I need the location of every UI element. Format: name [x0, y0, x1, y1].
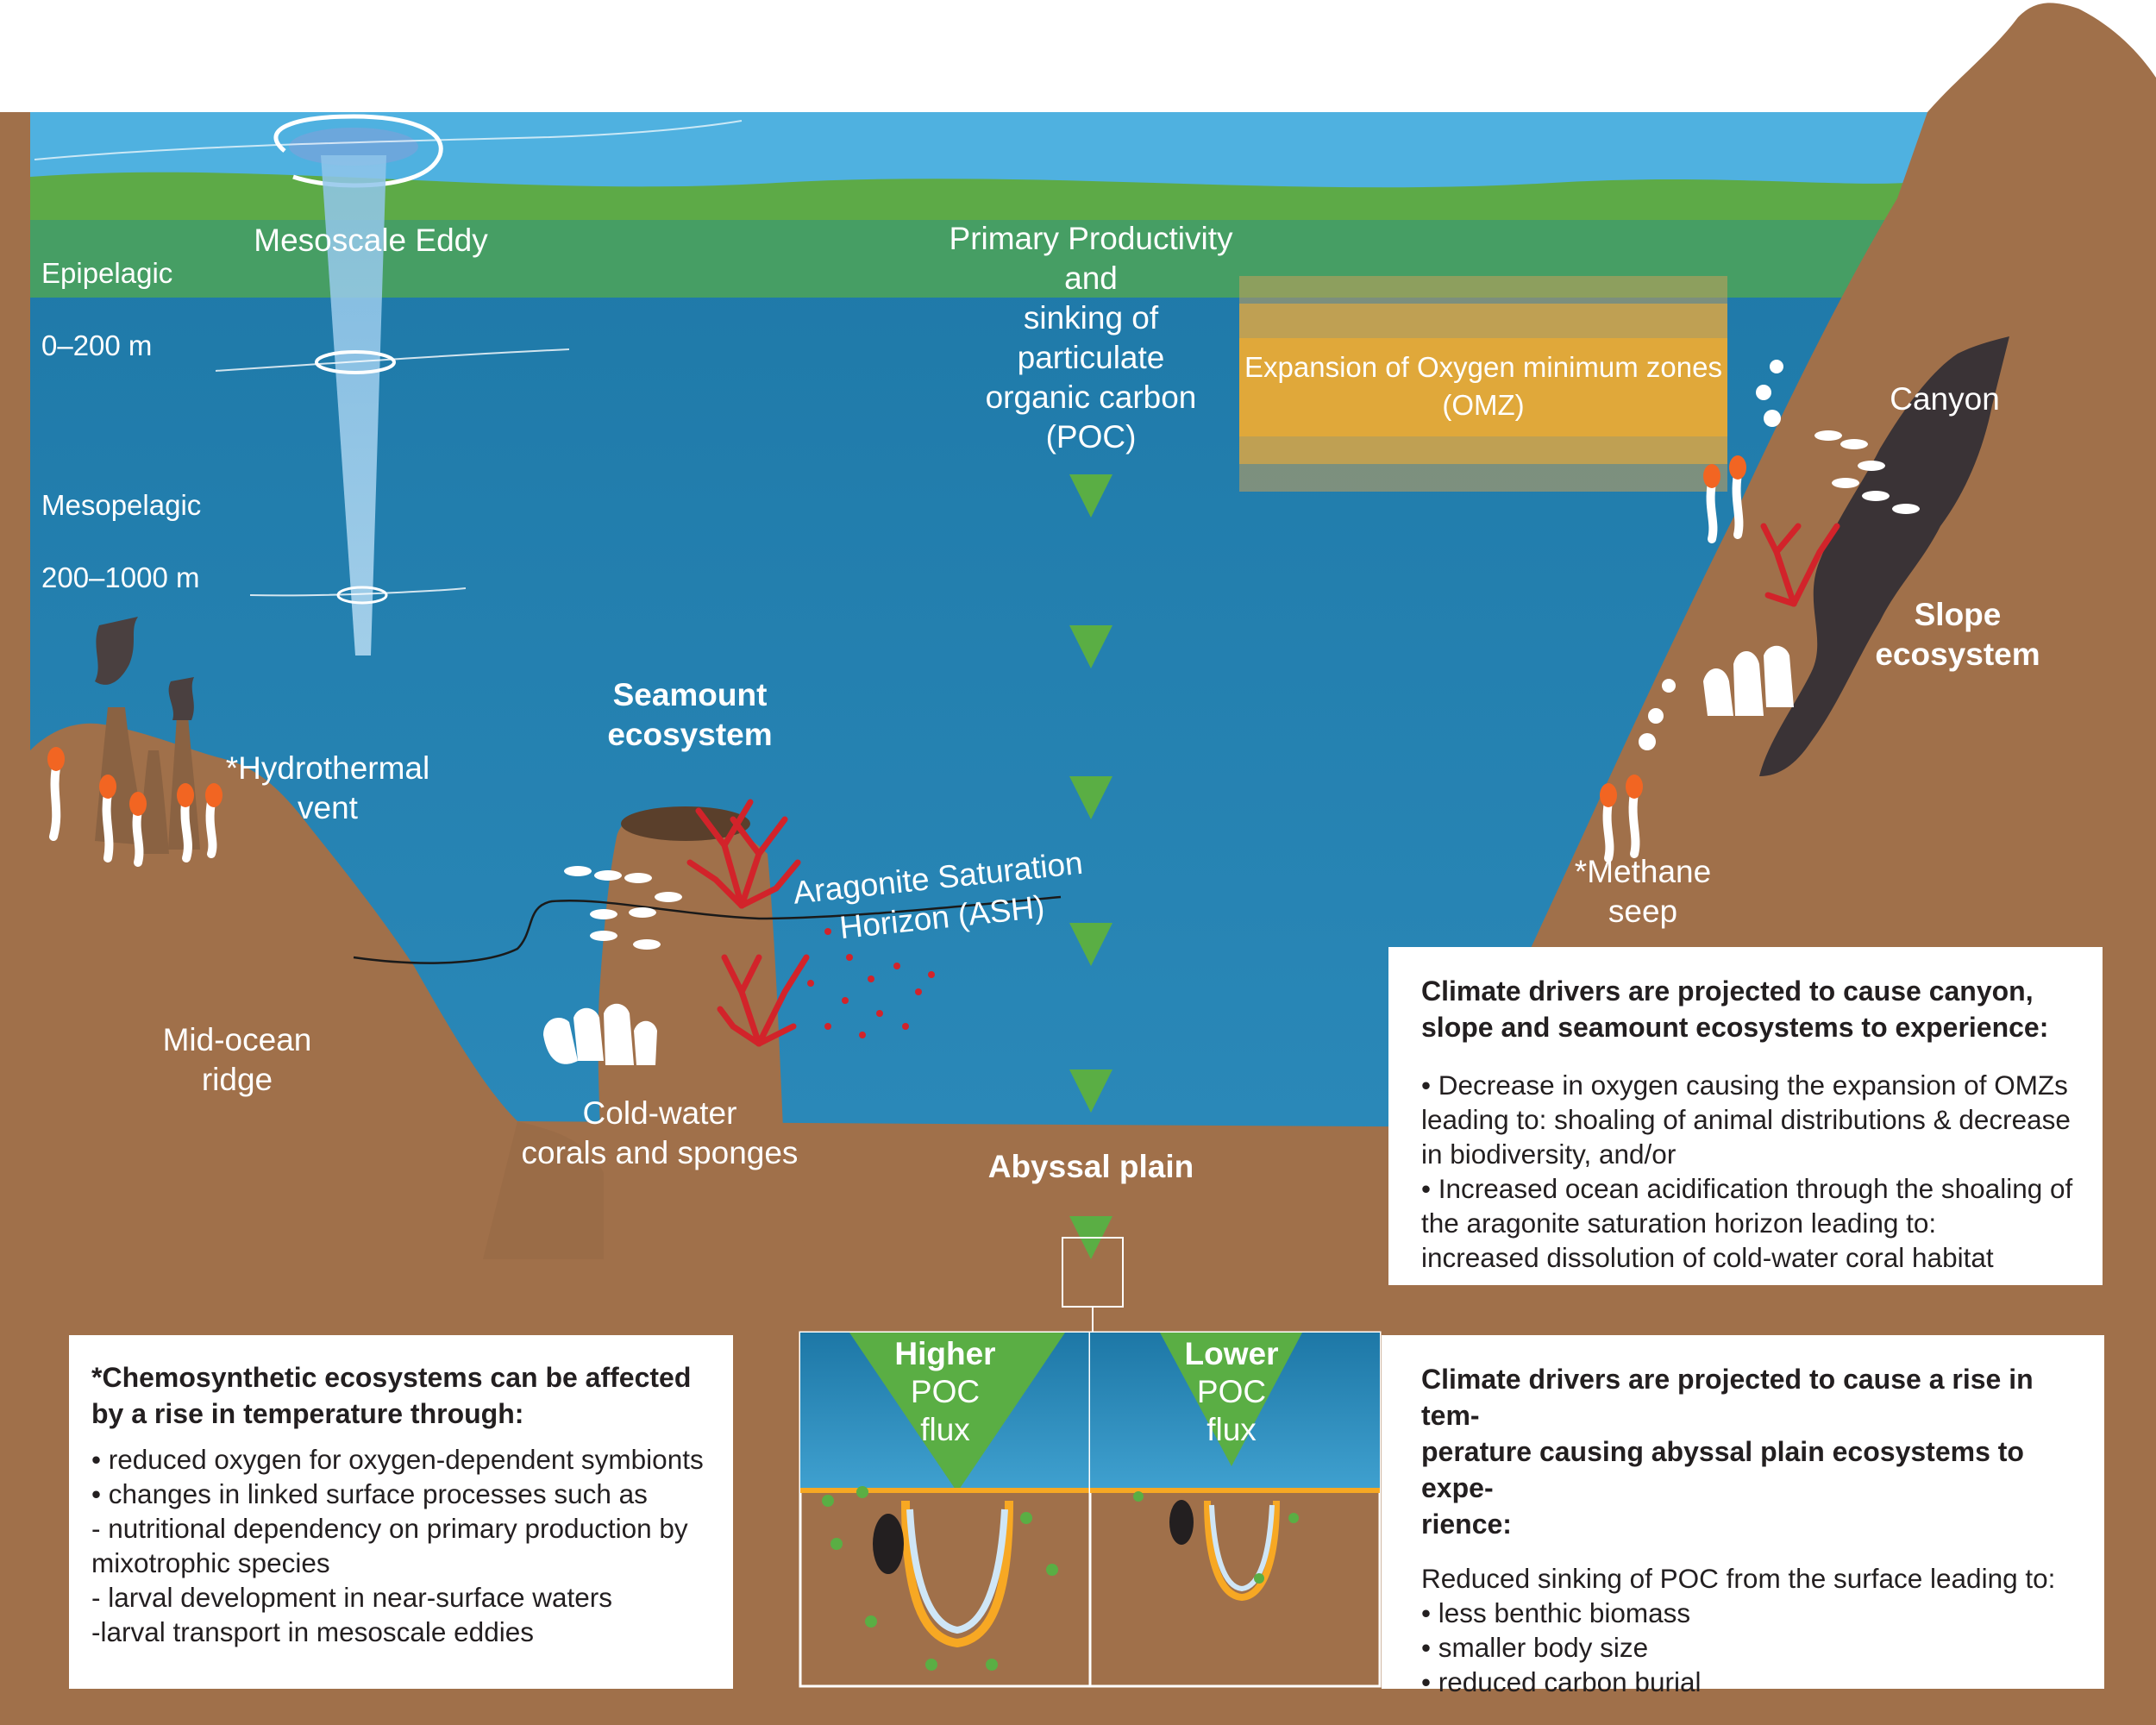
poc-lower-title: Lower — [1184, 1336, 1279, 1371]
chemo-box-item: • reduced oxygen for oxygen-dependent sy… — [91, 1444, 704, 1475]
eddy-label: Mesoscale Eddy — [254, 223, 488, 258]
hydrothermal-chimney-3 — [138, 750, 169, 854]
productivity-label: Primary Productivity and sinking of part… — [949, 221, 1233, 455]
ash-line — [353, 895, 1062, 964]
abyssal-box-list: • less benthic biomass • smaller body si… — [1421, 1596, 2082, 1699]
eddy-mid-ring — [315, 350, 396, 374]
abyssal-box-lead: Reduced sinking of POC from the surface … — [1421, 1563, 2056, 1594]
corals-label: Cold-water corals and sponges — [521, 1095, 799, 1170]
seamount-label: Seamount ecosystem — [607, 677, 773, 752]
fish-school-canyon — [1814, 430, 1920, 514]
slope-label: Slope ecosystem — [1875, 597, 2040, 672]
eddy-mid-arrow — [215, 348, 570, 372]
tubeworms-vent — [47, 747, 222, 867]
poc-arrow-3 — [1069, 776, 1112, 819]
chemo-box-item: -larval transport in mesoscale eddies — [91, 1616, 534, 1647]
hydrothermal-chimney-2 — [168, 716, 200, 850]
poc-arrow-1 — [1069, 474, 1112, 518]
poc-panel-higher — [799, 1331, 1092, 1688]
methane-label: *Methane seep — [1574, 854, 1712, 929]
top-margin — [0, 0, 2156, 112]
canyon-box-item: • Decrease in oxygen causing the expansi… — [1421, 1070, 2071, 1170]
chemo-box-list: • reduced oxygen for oxygen-dependent sy… — [91, 1442, 711, 1649]
abyssal-box-item: • less benthic biomass — [1421, 1597, 1691, 1628]
poc-arrow-5 — [1069, 1070, 1112, 1113]
chemo-box-item: - nutritional dependency on primary prod… — [91, 1513, 688, 1578]
poc-higher-title: Higher — [894, 1336, 996, 1371]
sponges-slope — [1703, 645, 1794, 716]
seamount — [595, 812, 811, 1259]
canyon-box-item: • Increased ocean acidification through … — [1421, 1173, 2073, 1273]
poc-arrow-2 — [1069, 625, 1112, 668]
red-coral-lower — [717, 954, 810, 1047]
epipelagic-label: Epipelagic 0–200 m — [41, 219, 172, 364]
canyon-box-list: • Decrease in oxygen causing the expansi… — [1421, 1068, 2077, 1275]
ridge-label: Mid-ocean ridge — [162, 1022, 312, 1097]
tubeworms-seep — [1600, 775, 1643, 862]
omz-label: Expansion of Oxygen minimum zones (OMZ) — [1244, 351, 1722, 421]
canyon-slope-seamount-box: Climate drivers are projected to cause c… — [1388, 947, 2103, 1285]
poc-panel-lower — [1088, 1331, 1382, 1688]
seamount-base — [483, 1121, 604, 1259]
abyssal-plain-box: Climate drivers are projected to cause a… — [1382, 1335, 2104, 1697]
poc-higher-line2: flux — [920, 1412, 970, 1447]
poc-lower-line1: POC — [1196, 1374, 1267, 1409]
poc-lower-label: Lower POC flux — [1145, 1335, 1318, 1449]
abyssal-box-heading: Climate drivers are projected to cause a… — [1421, 1364, 2034, 1540]
epipelagic-depth: 0–200 m — [41, 329, 153, 361]
poc-higher-line1: POC — [910, 1374, 981, 1409]
red-coral-slope — [1760, 523, 1840, 607]
tubeworms-canyon — [1703, 455, 1746, 543]
red-coral-upper — [686, 799, 801, 909]
sponges-seamount — [543, 1003, 657, 1065]
eddy-surface-line — [34, 120, 743, 160]
abyssal-label: Abyssal plain — [987, 1149, 1194, 1184]
chemosynthetic-box: *Chemosynthetic ecosystems can be affect… — [69, 1335, 733, 1689]
omz-core — [1239, 338, 1727, 436]
hydrothermal-label: *Hydrothermal vent — [225, 750, 430, 825]
canyon-box-heading: Climate drivers are projected to cause c… — [1421, 975, 2049, 1043]
eddy-deep-ring — [336, 586, 388, 605]
mesopelagic-label: Mesopelagic 200–1000 m — [41, 451, 201, 596]
poc-lower-line2: flux — [1206, 1412, 1257, 1447]
abyssal-box-item: • smaller body size — [1421, 1632, 1649, 1663]
methane-bubbles — [1639, 360, 1783, 750]
dissolving-coral-particles — [807, 928, 935, 1038]
fish-school-seamount — [564, 866, 682, 950]
mesopelagic-depth: 200–1000 m — [41, 561, 200, 593]
poc-higher-label: Higher POC flux — [859, 1335, 1031, 1449]
hydrothermal-plume-1 — [95, 617, 138, 685]
hydrothermal-plume-2 — [168, 677, 194, 720]
poc-arrow-4 — [1069, 923, 1112, 966]
eddy-column — [321, 155, 386, 656]
abyssal-box-item: • reduced carbon burial — [1421, 1666, 1702, 1697]
chemo-box-heading: *Chemosynthetic ecosystems can be affect… — [91, 1362, 692, 1429]
canyon-label: Canyon — [1890, 381, 2000, 417]
canyon — [1759, 336, 2009, 776]
chemo-box-item: - larval development in near-surface wat… — [91, 1582, 613, 1613]
mesopelagic-name: Mesopelagic — [41, 489, 202, 521]
epipelagic-name: Epipelagic — [41, 257, 173, 289]
chemo-box-item: • changes in linked surface processes su… — [91, 1478, 648, 1509]
